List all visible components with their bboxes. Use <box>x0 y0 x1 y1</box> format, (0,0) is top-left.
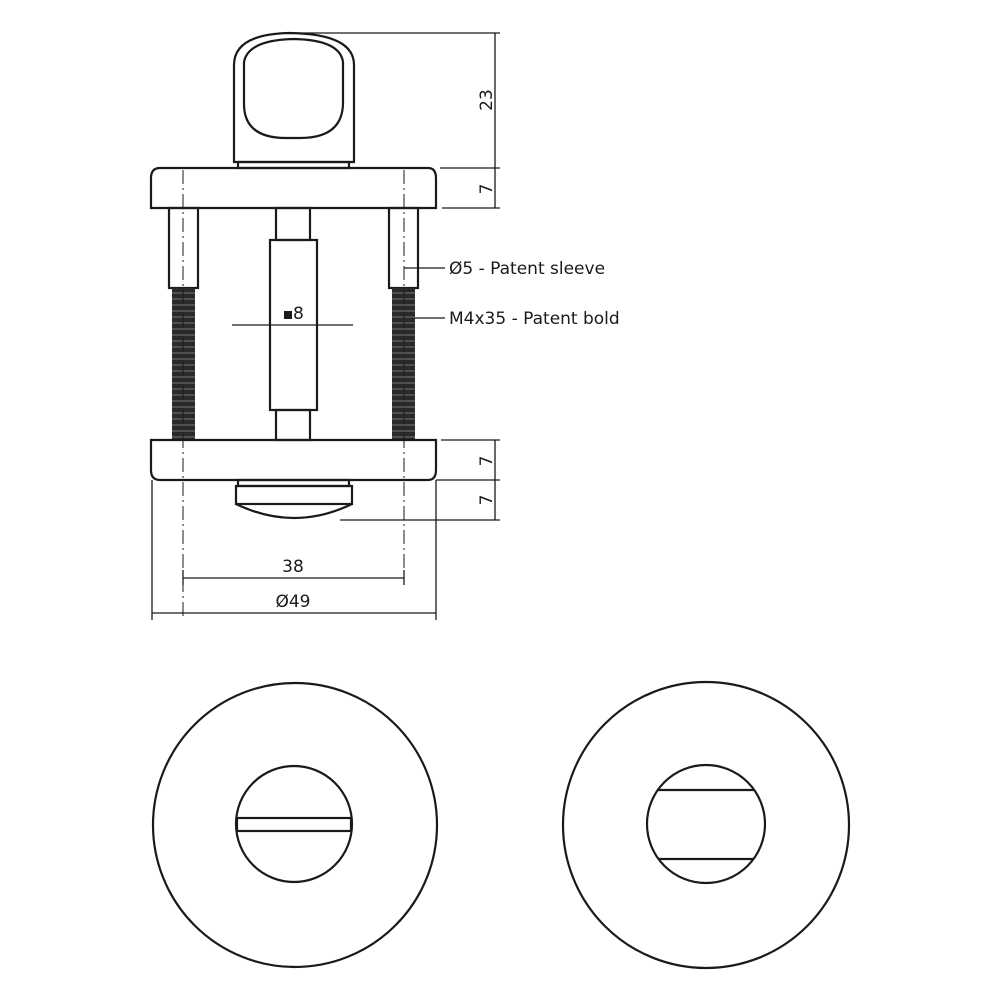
dim-release-height: 7 <box>340 495 500 521</box>
dim-rose-diameter-label: Ø49 <box>275 592 310 612</box>
thumbturn-disc <box>645 763 767 885</box>
thumbturn-knob <box>232 31 356 170</box>
rose-outer-circle <box>151 681 439 969</box>
dim-bolt-spacing-label: 38 <box>282 557 304 577</box>
square-spindle-icon <box>284 311 292 319</box>
dim-bottom-rose-label: 7 <box>477 456 497 467</box>
dim-knob-height: 23 <box>300 32 500 208</box>
release-knob <box>234 478 354 520</box>
dim-bottom-rose: 7 <box>436 439 500 520</box>
dim-rose-diameter: Ø49 <box>151 480 437 620</box>
dim-release-height-label: 7 <box>477 495 497 506</box>
spindle: 8 <box>232 206 353 442</box>
bottom-rose <box>149 438 438 482</box>
dim-knob-height-label: 23 <box>477 89 497 111</box>
dim-bolt-spacing: 38 <box>182 557 405 585</box>
callout-patent-sleeve-label: Ø5 - Patent sleeve <box>449 259 605 279</box>
callout-patent-bolt-label: M4x35 - Patent bold <box>449 309 620 329</box>
top-rose <box>149 166 438 210</box>
callout-patent-sleeve: Ø5 - Patent sleeve <box>404 259 605 279</box>
callout-patent-bolt: M4x35 - Patent bold <box>415 309 620 329</box>
spindle-size-label: 8 <box>293 304 304 324</box>
front-view-release <box>151 681 439 969</box>
rose-outer-circle <box>561 680 851 970</box>
release-slot <box>235 816 353 833</box>
dim-top-rose-label: 7 <box>477 184 497 195</box>
dim-top-rose: 7 <box>442 184 500 209</box>
release-disc <box>234 764 354 884</box>
front-view-thumbturn <box>561 680 851 970</box>
